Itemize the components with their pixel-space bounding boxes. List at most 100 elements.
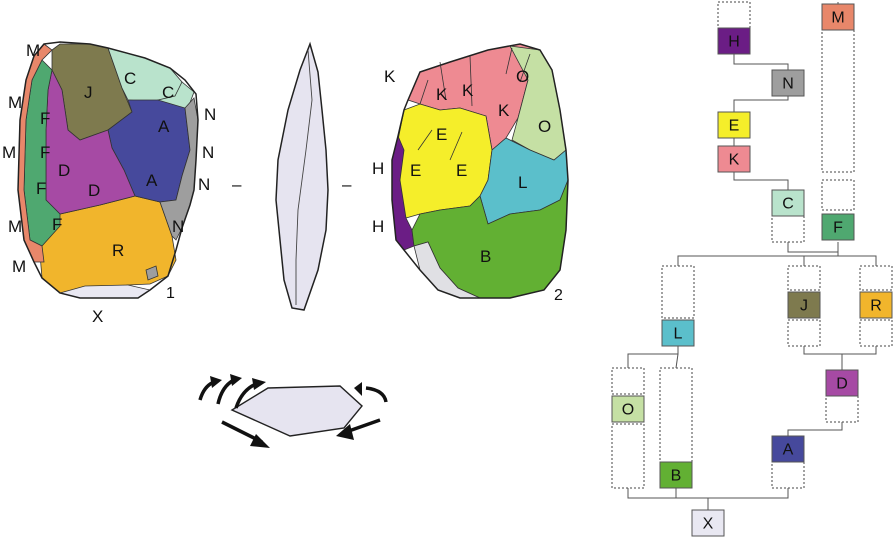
label-R: R <box>112 241 124 260</box>
sequence-node-E: E <box>717 111 751 139</box>
sequence-node-box <box>771 189 805 217</box>
sequence-boxes: M H N EK C F L J R D O B A X <box>611 3 893 537</box>
label-H: H <box>372 159 384 178</box>
label-M: M <box>2 143 16 162</box>
sequence-node-box <box>821 213 855 241</box>
cross-section-shape <box>230 385 363 437</box>
sequence-node-label: L <box>674 326 683 343</box>
separator-dash: – <box>232 175 242 194</box>
sequence-node-label: D <box>836 376 848 393</box>
label-F: F <box>52 215 62 234</box>
straight-arrow-icon <box>345 418 381 434</box>
arrowhead-icon <box>250 434 270 448</box>
label-M: M <box>8 217 22 236</box>
sequence-diagram <box>611 1 893 510</box>
sequence-node-J: J <box>787 291 821 319</box>
dotted-columns <box>611 1 893 489</box>
separator-dash: – <box>342 175 352 194</box>
sequence-node-F: F <box>821 213 855 241</box>
sequence-node-box <box>859 291 893 319</box>
sequence-node-box <box>771 435 805 463</box>
label-A: A <box>158 117 170 136</box>
label-D: D <box>58 161 70 180</box>
label-C: C <box>124 69 136 88</box>
sequence-node-R: R <box>859 291 893 319</box>
label-N: N <box>202 143 214 162</box>
sequence-node-label: E <box>729 118 740 135</box>
sequence-node-N: N <box>771 69 805 97</box>
figure-2-face <box>391 43 569 299</box>
label-K: K <box>462 81 474 100</box>
curved-arrow-icon <box>365 386 388 403</box>
sequence-node-box <box>771 69 805 97</box>
sequence-node-box <box>825 369 859 397</box>
label-E: E <box>410 161 421 180</box>
arrowhead-icon <box>230 374 242 386</box>
scar-ridges <box>417 47 531 161</box>
arrowhead-icon <box>354 382 362 396</box>
outline-1 <box>17 41 199 299</box>
sequence-node-H: H <box>717 27 751 55</box>
label-N: N <box>198 175 210 194</box>
sequence-node-A: A <box>771 435 805 463</box>
sequence-node-D: D <box>825 369 859 397</box>
label-J: J <box>84 83 93 102</box>
label-C: C <box>162 83 174 102</box>
sequence-node-label: M <box>831 10 844 27</box>
sequence-node-L: L <box>661 319 695 347</box>
label-O: O <box>538 117 551 136</box>
profile-ridge <box>295 49 313 305</box>
sequence-node-box <box>717 27 751 55</box>
connector-lines <box>627 2 877 510</box>
label-K: K <box>436 85 448 104</box>
label-X: X <box>92 307 103 326</box>
label-E: E <box>436 125 447 144</box>
sequence-node-box <box>611 395 645 423</box>
sequence-node-label: H <box>728 34 740 51</box>
label-F: F <box>40 143 50 162</box>
arrowhead-icon <box>252 378 266 390</box>
outline-2 <box>391 43 569 299</box>
sequence-node-O: O <box>611 395 645 423</box>
figure-1-dorsal <box>17 41 199 299</box>
arrowhead-icon <box>336 424 354 440</box>
figure-2-labels: K K K K O O E E E H H L B 2 <box>372 67 563 304</box>
label-K: K <box>498 101 510 120</box>
label-O: O <box>516 67 529 86</box>
sequence-node-box <box>661 319 695 347</box>
sequence-node-K: K <box>717 145 751 173</box>
sequence-node-box <box>717 111 751 139</box>
sequence-node-box <box>787 291 821 319</box>
cross-section <box>198 374 388 448</box>
label-B: B <box>480 247 491 266</box>
sequence-node-label: N <box>782 76 794 93</box>
label-M: M <box>12 257 26 276</box>
sequence-node-M: M <box>821 3 855 31</box>
label-E: E <box>456 161 467 180</box>
sequence-node-box <box>821 3 855 31</box>
label-M: M <box>8 93 22 112</box>
sequence-node-box <box>691 509 725 537</box>
sequence-node-box <box>717 145 751 173</box>
figure-number-2: 2 <box>554 287 563 304</box>
sequence-node-label: C <box>782 196 794 213</box>
sequence-node-label: B <box>671 468 682 485</box>
figure-number-1: 1 <box>166 285 175 302</box>
sequence-node-label: X <box>703 516 714 533</box>
sequence-node-C: C <box>771 189 805 217</box>
figure-1-labels: M M M M M F F F F J C C N N N N A A D D … <box>2 41 216 326</box>
label-N: N <box>204 105 216 124</box>
label-M: M <box>26 41 40 60</box>
label-H: H <box>372 217 384 236</box>
label-L: L <box>518 173 527 192</box>
scar-N-small <box>145 265 159 281</box>
arrowhead-icon <box>210 376 222 388</box>
label-F: F <box>36 179 46 198</box>
sequence-node-label: O <box>622 402 634 419</box>
label-D: D <box>88 181 100 200</box>
label-N: N <box>172 217 184 236</box>
sequence-node-label: J <box>800 298 808 315</box>
sequence-node-label: A <box>783 442 794 459</box>
label-A: A <box>146 171 158 190</box>
